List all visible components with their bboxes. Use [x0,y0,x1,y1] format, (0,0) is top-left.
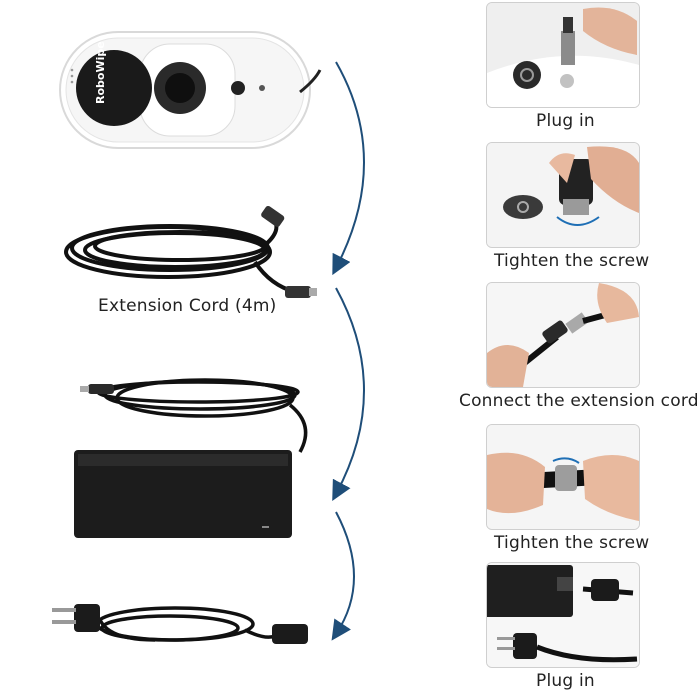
step-caption-1: Plug in [536,111,595,131]
flow-arrows [331,61,365,641]
cord-plug-end [285,286,311,298]
step-caption-5: Plug in [536,671,595,691]
step-caption-2: Tighten the screw [494,251,650,271]
step-photo-plug-in-adapter [486,562,640,668]
step-caption-4: Tighten the screw [494,533,650,553]
step-caption-3: Connect the extension cord [459,391,699,411]
step-photo-tighten-screw-cord [486,424,640,530]
power-cord-image [52,604,308,644]
cord-connector-end [261,205,285,227]
step-photo-plug-in-robot [486,2,640,108]
power-adapter-image [74,378,308,538]
extension-cord-image [64,213,296,294]
extension-cord-label: Extension Cord (4m) [98,296,277,316]
robot-brand-text: RoboWipe [94,41,107,104]
robot-window-cleaner [59,31,322,149]
step-photo-connect-extension-cord [486,282,640,388]
step-photo-tighten-screw-robot [486,142,640,248]
